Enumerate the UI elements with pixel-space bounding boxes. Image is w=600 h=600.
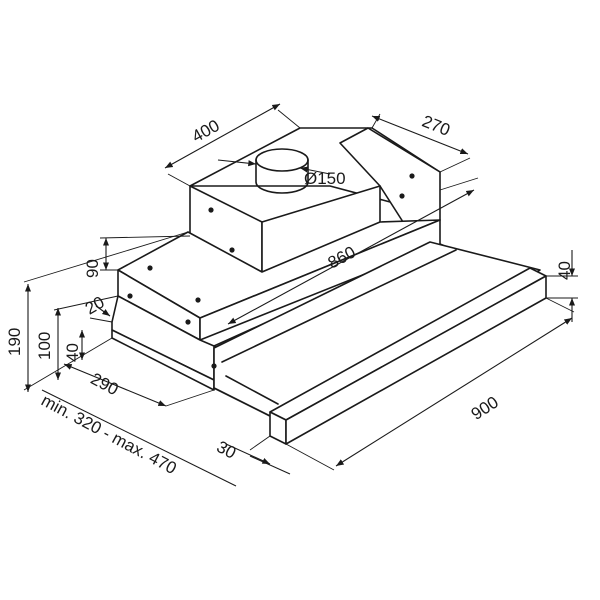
label-depth-bottom: 290 xyxy=(88,369,122,399)
label-height-mid: 100 xyxy=(35,332,54,360)
label-pull-out: 30 xyxy=(214,437,240,463)
label-duct: Ø150 xyxy=(304,169,346,188)
slider-rail xyxy=(225,375,279,405)
label-height-upper: 90 xyxy=(83,259,102,278)
label-total-width: 900 xyxy=(468,393,502,424)
label-height-front: 40 xyxy=(63,343,82,362)
dimension-lines xyxy=(23,103,578,487)
label-depth-top: 270 xyxy=(419,112,452,140)
label-width-top: 400 xyxy=(189,116,223,146)
label-front-right: 40 xyxy=(555,261,574,280)
slider-rail-low xyxy=(213,387,279,421)
label-extension: min. 320 - max. 470 xyxy=(38,391,180,478)
label-height-total: 190 xyxy=(5,328,24,356)
label-slider-gap: 20 xyxy=(82,293,108,319)
